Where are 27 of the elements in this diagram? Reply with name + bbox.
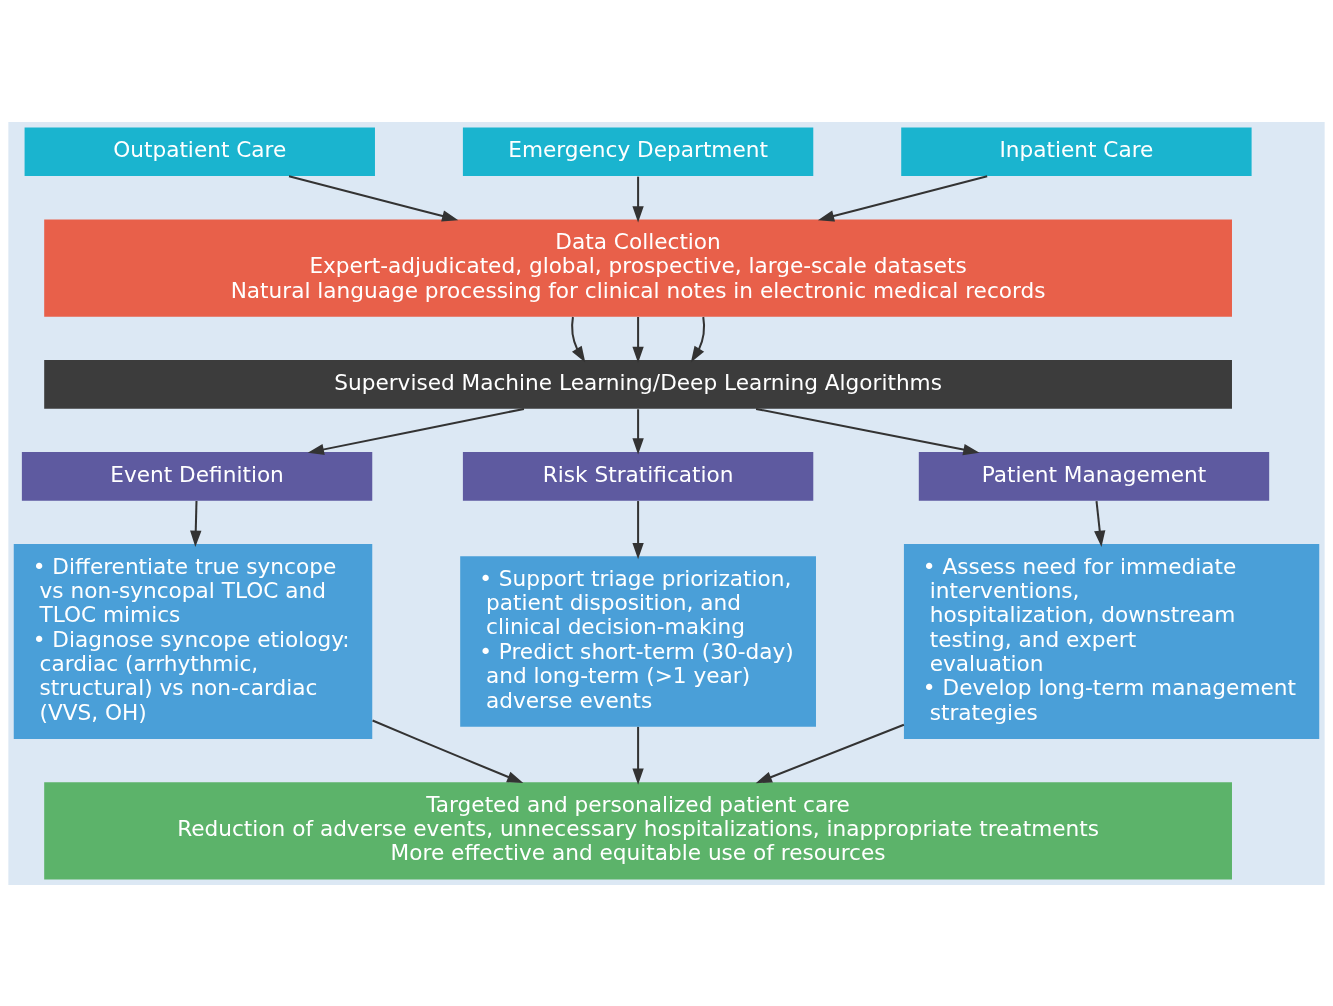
arrow [632, 726, 644, 785]
arrow [190, 500, 202, 547]
node-box: Risk Stratification [462, 451, 814, 501]
node-box: Emergency Department [462, 126, 814, 176]
arrow [632, 316, 644, 363]
node-box: Event Definition [21, 451, 373, 501]
node-box: Inpatient Care [901, 126, 1252, 176]
arrow [632, 408, 644, 455]
node-box: Patient Management [918, 451, 1270, 501]
arrow [755, 723, 905, 783]
node-box: • Assess need for immediate interventions, hospitalization, downstream testing, and expert evaluation • Develop long-term management strategies [903, 543, 1320, 739]
arrow [1094, 500, 1106, 547]
arrow [632, 500, 644, 559]
node-box: Data Collection Expert-adjudicated, global, prospective, large-scale datasets Natural language processing for clinical notes in electronic medical records [44, 218, 1232, 317]
arrow [288, 174, 459, 222]
node-box: Supervised Machine Learning/Deep Learning Algorithms [44, 359, 1232, 409]
arrow [817, 174, 988, 222]
arrow [372, 719, 524, 783]
node-box: Outpatient Care [24, 126, 375, 176]
arrow [571, 316, 586, 363]
arrow [755, 407, 980, 455]
arrow [307, 407, 525, 455]
node-box: • Support triage priorization, patient disposition, and clinical decision-making • Predict short-term (30-day) and long-term (>1 year) adverse events [460, 555, 816, 727]
node-box: Targeted and personalized patient care Reduction of adverse events, unnecessary hospitalizations, inappropriate treatments More effective and equitable use of resources [44, 781, 1232, 880]
arrow [690, 316, 706, 363]
arrow [632, 176, 644, 222]
node-box: • Differentiate true syncope vs non-syncopal TLOC and TLOC mimics • Diagnose syncope etiology: cardiac (arrhythmic, structural) vs non-cardiac (VVS, OH) [13, 543, 373, 739]
